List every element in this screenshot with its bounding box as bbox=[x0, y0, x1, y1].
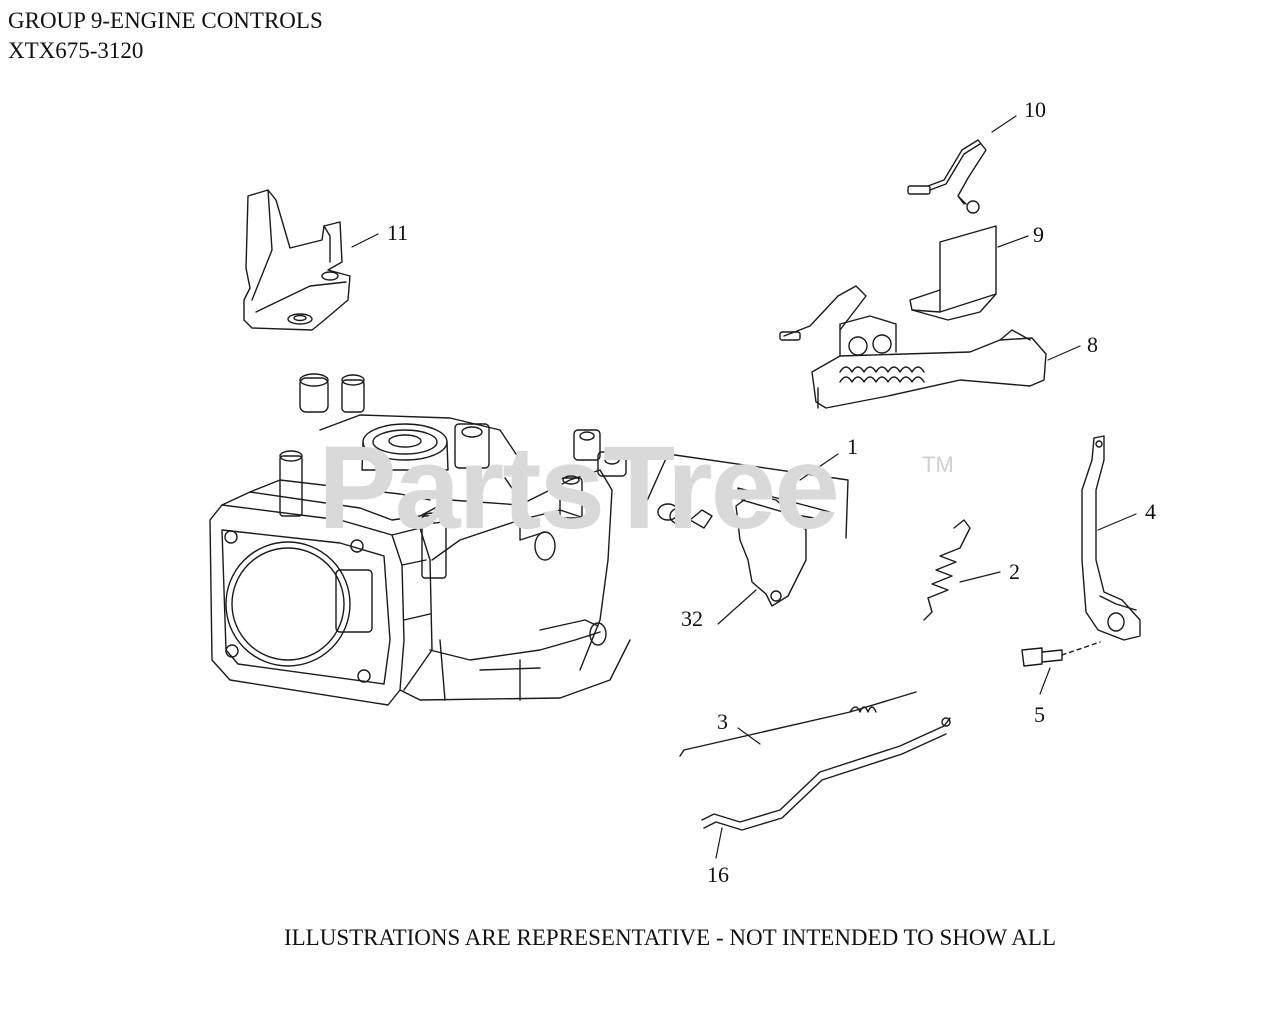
diagram-header: GROUP 9-ENGINE CONTROLS XTX675-3120 bbox=[8, 6, 323, 66]
trademark-symbol: TM bbox=[922, 452, 954, 477]
disclaimer-text: ILLUSTRATIONS ARE REPRESENTATIVE - NOT I… bbox=[283, 925, 1057, 950]
callout-3: 3 bbox=[717, 709, 728, 734]
part-11-bracket bbox=[243, 189, 351, 331]
part-16-throttle-rod bbox=[701, 717, 951, 831]
part-4-lever bbox=[1081, 435, 1141, 641]
engine-block bbox=[209, 373, 631, 706]
model-number: XTX675-3120 bbox=[8, 38, 144, 63]
callout-5: 5 bbox=[1034, 702, 1045, 727]
callout-11: 11 bbox=[387, 220, 409, 245]
part-1-governor-arm bbox=[641, 453, 849, 539]
part-32-plate bbox=[735, 493, 807, 607]
callout-8: 8 bbox=[1087, 332, 1098, 357]
callout-1: 1 bbox=[847, 434, 858, 459]
callout-32: 32 bbox=[681, 606, 703, 631]
part-10-wire bbox=[907, 139, 987, 214]
group-title: GROUP 9-ENGINE CONTROLS bbox=[8, 8, 323, 33]
callout-9: 9 bbox=[1033, 222, 1044, 247]
part-3-link-rod bbox=[679, 691, 917, 757]
callout-16: 16 bbox=[707, 862, 729, 887]
part-5-pin bbox=[1021, 641, 1101, 667]
callout-2: 2 bbox=[1009, 559, 1020, 584]
brand-watermark: PartsTree bbox=[318, 422, 840, 554]
callout-10: 10 bbox=[1024, 97, 1046, 122]
part-2-spring bbox=[923, 519, 971, 621]
part-8-bracket-assembly bbox=[779, 285, 1047, 409]
leader-lines bbox=[351, 115, 1137, 859]
callout-4: 4 bbox=[1145, 499, 1156, 524]
part-9-plate bbox=[909, 225, 997, 321]
